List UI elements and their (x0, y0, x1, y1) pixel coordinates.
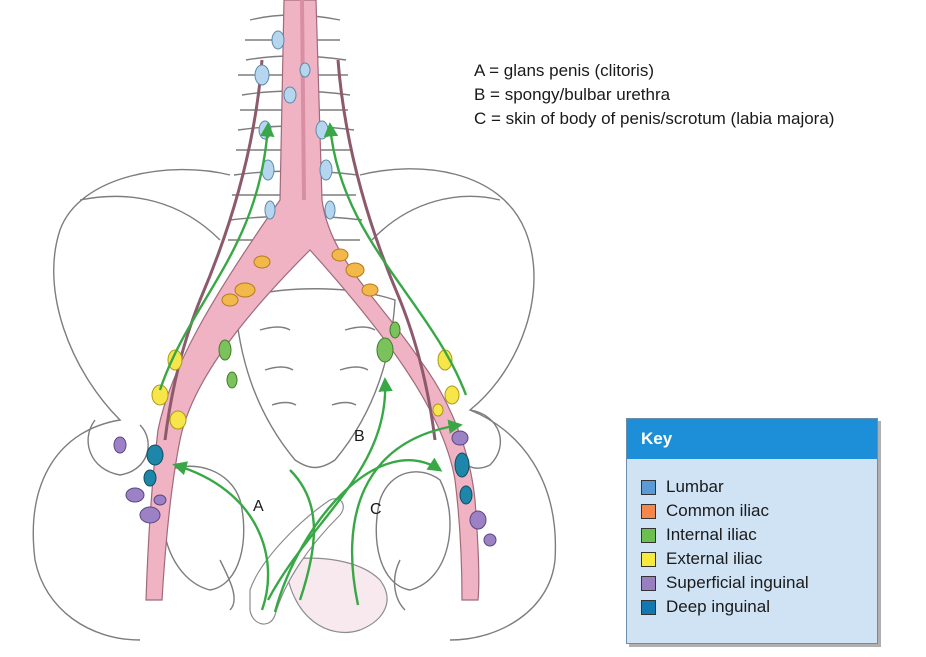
key-item-superficial-inguinal: Superficial inguinal (641, 573, 809, 593)
route-label-b: B (354, 428, 365, 445)
key-label-lumbar: Lumbar (666, 477, 724, 497)
key-swatch-lumbar (641, 480, 656, 495)
key-item-lumbar: Lumbar (641, 477, 724, 497)
legend-entry-a: A = glans penis (clitoris) (474, 61, 654, 81)
key-swatch-internal-iliac (641, 528, 656, 543)
key-swatch-deep-inguinal (641, 600, 656, 615)
key-item-internal-iliac: Internal iliac (641, 525, 757, 545)
key-item-common-iliac: Common iliac (641, 501, 769, 521)
key-label-internal-iliac: Internal iliac (666, 525, 757, 545)
key-item-external-iliac: External iliac (641, 549, 762, 569)
key-swatch-superficial-inguinal (641, 576, 656, 591)
key-title: Key (627, 419, 877, 459)
key-label-external-iliac: External iliac (666, 549, 762, 569)
legend-entry-b: B = spongy/bulbar urethra (474, 85, 670, 105)
key-label-superficial-inguinal: Superficial inguinal (666, 573, 809, 593)
route-label-c: C (370, 501, 382, 518)
key-label-deep-inguinal: Deep inguinal (666, 597, 770, 617)
route-label-a: A (253, 498, 264, 515)
key-label-common-iliac: Common iliac (666, 501, 769, 521)
legend-entry-c: C = skin of body of penis/scrotum (labia… (474, 109, 834, 129)
key-item-deep-inguinal: Deep inguinal (641, 597, 770, 617)
internal-iliac-nodes (219, 322, 400, 388)
external-genitalia (250, 499, 387, 633)
key-swatch-common-iliac (641, 504, 656, 519)
key-swatch-external-iliac (641, 552, 656, 567)
